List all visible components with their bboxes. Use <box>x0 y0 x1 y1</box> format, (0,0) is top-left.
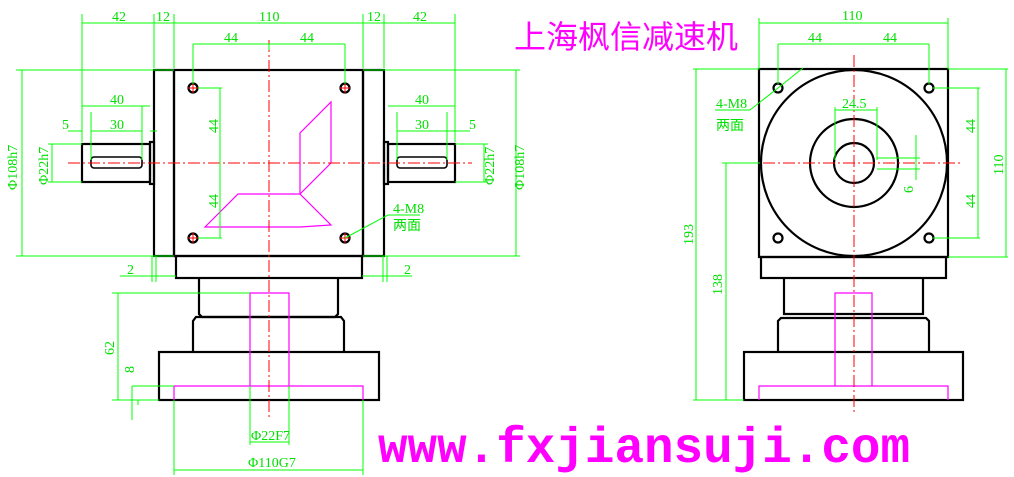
side-dim-bore: 24.5 <box>842 97 867 112</box>
front-view <box>68 40 472 420</box>
input-bore-hidden <box>173 292 364 400</box>
dim-key-length-left: 30 <box>110 118 124 133</box>
side-dim-hole-vert-bottom: 44 <box>964 194 979 208</box>
side-neck <box>782 278 925 316</box>
dim-shaft-length-left: 42 <box>112 10 126 25</box>
dim-shaft-dia-left: Φ22h7 <box>37 147 52 185</box>
dim-bore: Φ22F7 <box>251 429 290 444</box>
dim-shaft-dia-right: Φ22h7 <box>483 147 498 185</box>
side-dim-hole-vert-top: 44 <box>964 119 979 133</box>
side-dimensions: 110 44 44 4-M8 两面 24.5 6 44 44 110 193 1… <box>682 9 1008 401</box>
dim-hole-left: 44 <box>224 31 238 46</box>
hole-icon <box>772 232 784 244</box>
side-dim-key: 6 <box>902 186 917 193</box>
side-dim-center-height: 138 <box>711 274 726 295</box>
dim-gap-left: 2 <box>127 263 134 278</box>
side-dim-width: 110 <box>842 9 862 24</box>
dim-key-total-left: 40 <box>110 93 124 108</box>
dim-hole-right: 44 <box>300 31 314 46</box>
dim-gap-right: 2 <box>404 263 411 278</box>
dim-key-total-right: 40 <box>415 93 429 108</box>
company-title: 上海枫信减速机 <box>514 18 738 56</box>
dim-input-depth: 8 <box>123 366 138 373</box>
dim-key-length-right: 30 <box>415 118 429 133</box>
dim-key-offset-right: 5 <box>469 118 476 133</box>
front-dimensions: 42 12 110 12 42 44 44 40 30 5 40 30 5 Φ1… <box>6 10 528 475</box>
dim-flange-left: 12 <box>156 10 170 25</box>
dim-body-width: 110 <box>259 10 279 25</box>
bevel-gear-hidden <box>203 100 333 228</box>
side-thread-note-sub: 两面 <box>716 119 744 134</box>
thread-note-sub: 两面 <box>393 219 421 234</box>
dim-spigot: Φ110G7 <box>248 456 296 471</box>
side-dim-total-height: 193 <box>682 224 697 245</box>
dim-hole-vert-bottom: 44 <box>207 194 222 208</box>
dim-pilot-left: Φ108h7 <box>6 145 21 190</box>
hole-icon <box>923 232 935 244</box>
dim-input-height: 62 <box>103 341 118 355</box>
dim-shaft-length-right: 42 <box>413 10 427 25</box>
side-dim-height: 110 <box>992 155 1007 175</box>
hole-icon <box>923 82 935 94</box>
dim-key-offset-left: 5 <box>62 118 69 133</box>
website-url: www.fxjiansuji.com <box>378 421 910 477</box>
side-dim-hole-right: 44 <box>883 31 897 46</box>
thread-note: 4-M8 <box>393 202 424 217</box>
dim-hole-vert-top: 44 <box>207 119 222 133</box>
dim-flange-right: 12 <box>367 10 381 25</box>
side-dim-hole-left: 44 <box>808 31 822 46</box>
side-thread-note: 4-M8 <box>716 97 747 112</box>
dim-pilot-right: Φ108h7 <box>513 145 528 190</box>
